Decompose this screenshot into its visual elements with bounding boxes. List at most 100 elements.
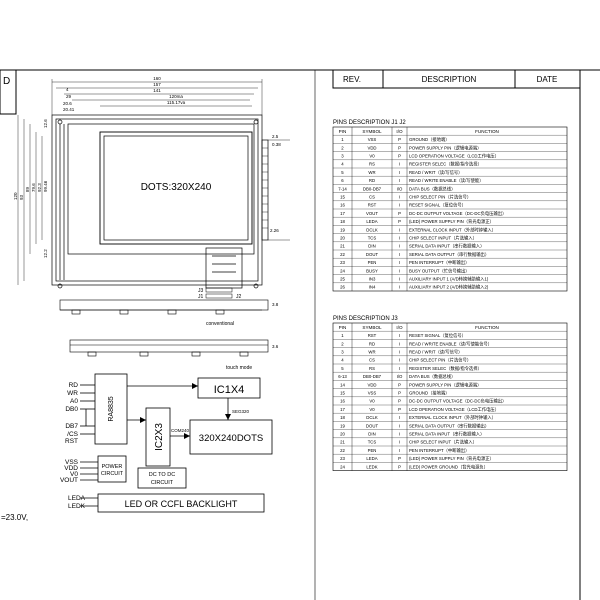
table-j3-row-17-cell-3: (LED) POWER GROUND（背光电源负） [409,463,488,470]
connector-j1: J1 [198,294,204,300]
table-j3-row-8-cell-3: GROUND（接地端） [409,390,450,397]
pin-wr: WR [67,390,78,397]
revision-block [332,69,581,89]
table-j1-j2-row-2-cell-0: 2 [341,145,344,150]
table-j3-row-6-cell-1: DB0-DB7 [363,374,382,379]
table-j1-j2-row-2-cell-2: P [398,145,401,150]
table-j1-j2-row-17-cell-2: I [399,268,400,273]
table-j1-j2-row-8-cell-3: CHIP SELECT PIN（片选信号） [409,194,471,201]
table-j1-j2-row-4-cell-0: 4 [341,162,344,167]
table-j1-j2-row-10-cell-1: VOUT [366,211,378,216]
table-j3-row-8-cell-1: VSS [368,391,377,396]
side-view-touch [69,339,269,357]
dim-left-3: 79.6 [31,183,36,192]
table-j3-row-4-cell-2: I [399,358,400,363]
table-j1-j2-row-18-cell-0: 25 [340,277,345,282]
com-label: COM240 [171,428,190,433]
table-j1-j2-row-8-cell-1: CS [369,195,375,200]
table-j1-j2-row-4-cell-1: RS [369,162,375,167]
dim-left-7: 12.2 [43,249,48,258]
table-j3-row-16-cell-3: (LED) POWER SUPPLY PIN（背光电源正） [409,455,494,462]
ic1-label: IC1X4 [214,384,245,396]
table-j1-j2-row-10-cell-3: DC-DC OUTPUT VOLTAGE（DC-DC负电压输出） [409,210,506,217]
table-j3-row-14-cell-3: CHIP SELECT INPUT（片选输入） [409,439,477,446]
table-j1-j2-row-9-cell-2: I [399,203,400,208]
table-j1-j2-row-11-cell-0: 18 [340,219,345,224]
table-j1-j2-row-14-cell-0: 21 [340,244,345,249]
table-j1-j2-row-19-cell-0: 26 [340,285,345,290]
table-j1-j2-row-18-cell-1: IN3 [369,277,376,282]
table-j1-j2-row-6-cell-0: 6 [341,178,344,183]
table-j3-row-3-cell-3: READ / WRIT（读/写信号） [409,349,462,356]
table-j1-j2-row-19-cell-3: AUXILIARY INPUT 2 (A/D转换辅助输入2) [409,284,489,291]
table-j1-j2-header-row-cell-0: PIN [339,129,347,134]
dim-top-20-6: 20.6 [63,101,72,106]
dim-left-6: 12.6 [43,119,48,128]
table-j3-row-8-cell-0: 15 [340,391,345,396]
pin-v0: V0 [70,471,78,478]
pin-rst: RST [65,438,78,445]
side-dim-1: 3.6 [272,344,279,349]
pin-leda: LEDA [68,495,86,502]
table-j3-row-1-cell-3: RESET SIGNAL（复位信号） [409,332,466,339]
table-j3-row-10-cell-1: V0 [369,407,375,412]
pin-vdd: VDD [64,465,78,472]
table-j1-j2-row-12-cell-3: EXTERNAL CLOCK INPUT（外部时钟输入） [409,226,496,233]
dim-right-1: 0.38 [272,142,281,147]
table-j3-row-12-cell-3: SERIAL DATA OUTPUT（串行数据输出） [409,422,489,429]
table-j1-j2-header-row-cell-3: FUNCTION [475,129,499,134]
pin-a0: A0 [70,398,78,405]
table-j3-row-9-cell-3: DC-DC OUTPUT VOLTAGE（DC-DC负电压输出） [409,398,506,405]
view-label-touch: touch mode [226,365,252,371]
top-dimension-lines [51,79,263,115]
table-j3-row-15-cell-3: PEN INTERRUPT（中断输出） [409,447,469,454]
table-j3-row-15-cell-2: I [399,448,400,453]
table-j3-row-7-cell-3: POWER SUPPLY PIN（逻辑电源端） [409,381,481,388]
table-j1-j2-row-8-cell-0: 15 [340,195,345,200]
table-j3-row-15-cell-0: 22 [340,448,345,453]
table-j3-row-9-cell-1: V0 [369,399,375,404]
view-label-conventional: conventional [206,321,234,327]
table-j3-row-6-cell-3: DATA BUS（数据总线） [409,373,455,380]
table-j1-j2-row-4-cell-2: I [399,162,400,167]
table-j1-j2-row-15-cell-2: I [399,252,400,257]
table-j3-row-5-cell-0: 5 [341,366,344,371]
table-j1-j2-row-10-cell-2: P [398,211,401,216]
dcdc-label-2: CIRCUIT [151,480,174,486]
table-j3-row-17-cell-2: P [398,464,401,469]
table-j3-row-13-cell-3: SERIAL DATA INPUT（串行数据输入） [409,431,484,438]
table-j1-j2-row-6-cell-1: RD [369,178,375,183]
dim-top-157: 157 [153,82,161,87]
table-j3-row-1-cell-0: 1 [341,333,344,338]
table-j3-row-5-cell-3: REGISTER SELEC（数据/指令选择） [409,365,482,372]
dim-top-4: 4 [66,87,69,92]
table-j3-row-12-cell-0: 19 [340,423,345,428]
dim-top-160: 160 [153,76,161,81]
table-j1-j2-row-3-cell-2: P [398,154,401,159]
table-j3-row-1-cell-2: I [399,333,400,338]
table-j1-j2-row-7-cell-2: I/O [397,186,403,191]
table-j3-row-15-cell-1: PEN [368,448,377,453]
table-j3-row-2-cell-2: I [399,341,400,346]
